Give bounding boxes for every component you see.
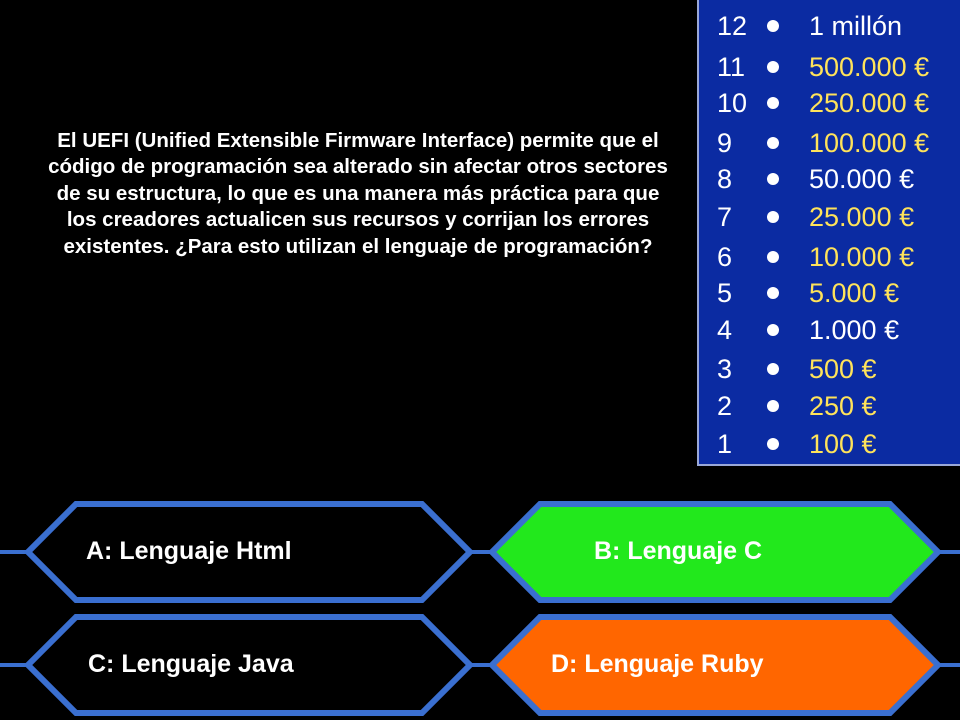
answer-b-label[interactable]: B: Lenguaje C <box>594 537 763 565</box>
ladder-level: 9 <box>717 128 733 158</box>
ladder-prize: 50.000 € <box>809 164 915 194</box>
bullet-icon <box>767 324 779 336</box>
ladder-row-9: 9 100.000 € <box>699 124 960 162</box>
ladder-row-5: 5 5.000 € <box>699 274 960 312</box>
bullet-icon <box>767 97 779 109</box>
ladder-prize: 100.000 € <box>809 128 930 158</box>
ladder-level: 4 <box>717 315 733 345</box>
ladder-row-12: 12 1 millón <box>699 7 960 45</box>
ladder-level: 1 <box>717 429 733 459</box>
bullet-icon <box>767 287 779 299</box>
answer-c-button[interactable] <box>23 614 475 716</box>
ladder-prize: 1.000 € <box>809 315 900 345</box>
ladder-level: 5 <box>717 278 733 308</box>
ladder-row-2: 2 250 € <box>699 387 960 425</box>
answer-a-label[interactable]: A: Lenguaje Html <box>86 537 292 565</box>
ladder-level: 8 <box>717 164 733 194</box>
ladder-prize: 5.000 € <box>809 278 900 308</box>
ladder-prize: 1 millón <box>809 11 903 41</box>
bullet-icon <box>767 61 779 73</box>
bullet-icon <box>767 363 779 375</box>
ladder-row-10: 10 250.000 € <box>699 84 960 122</box>
answer-b-button[interactable] <box>487 501 943 603</box>
ladder-level: 12 <box>717 11 748 41</box>
ladder-prize: 250 € <box>809 391 877 421</box>
bullet-icon <box>767 211 779 223</box>
ladder-prize: 500.000 € <box>809 52 930 82</box>
answer-d-label[interactable]: D: Lenguaje Ruby <box>551 650 764 678</box>
ladder-row-6: 6 10.000 € <box>699 238 960 276</box>
bullet-icon <box>767 251 779 263</box>
ladder-row-1: 1 100 € <box>699 425 960 463</box>
ladder-prize: 25.000 € <box>809 202 915 232</box>
ladder-level: 10 <box>717 88 748 118</box>
ladder-prize: 250.000 € <box>809 88 930 118</box>
ladder-row-4: 4 1.000 € <box>699 311 960 349</box>
ladder-level: 3 <box>717 354 733 384</box>
bullet-icon <box>767 173 779 185</box>
ladder-prize: 500 € <box>809 354 877 384</box>
ladder-level: 2 <box>717 391 733 421</box>
bullet-icon <box>767 438 779 450</box>
bullet-icon <box>767 137 779 149</box>
prize-ladder: 12 1 millón 11 500.000 € 10 250.000 € 9 … <box>697 0 960 466</box>
question-text: El UEFI (Unified Extensible Firmware Int… <box>48 129 668 258</box>
ladder-row-3: 3 500 € <box>699 350 960 388</box>
ladder-row-11: 11 500.000 € <box>699 48 960 86</box>
ladder-prize: 10.000 € <box>809 242 915 272</box>
bullet-icon <box>767 20 779 32</box>
answer-a-button[interactable] <box>23 501 475 603</box>
answer-d-button[interactable] <box>487 614 943 716</box>
bullet-icon <box>767 400 779 412</box>
ladder-level: 11 <box>717 52 746 82</box>
ladder-row-7: 7 25.000 € <box>699 198 960 236</box>
ladder-row-8: 8 50.000 € <box>699 160 960 198</box>
ladder-prize: 100 € <box>809 429 877 459</box>
ladder-level: 6 <box>717 242 733 272</box>
answer-c-label[interactable]: C: Lenguaje Java <box>88 650 294 678</box>
ladder-level: 7 <box>717 202 733 232</box>
